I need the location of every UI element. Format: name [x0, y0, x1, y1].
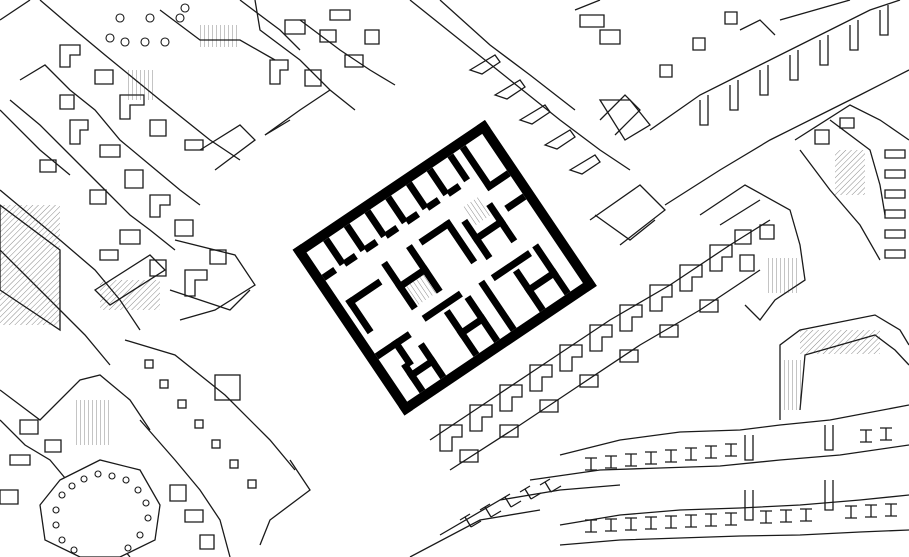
- hatched-stair: [800, 330, 880, 354]
- middle-right-block: [699, 184, 806, 321]
- top-left-house-block: [0, 0, 301, 321]
- central-top-outlines: [264, 99, 656, 241]
- shop-stalls-row-2: [585, 503, 897, 533]
- left-street: [0, 109, 141, 366]
- shop-stalls-row-1: [585, 427, 892, 471]
- shop-stalls-row-3: [459, 478, 562, 528]
- open-square-area: [124, 339, 311, 546]
- hatched-stair: [783, 360, 803, 410]
- highlighted-block-wall-south: [398, 277, 597, 416]
- highlighted-block-wall-west: [292, 244, 413, 416]
- hatched-stair-block: [75, 400, 110, 445]
- hatched-seating: [835, 150, 865, 195]
- highlighted-block-stair: [405, 274, 437, 306]
- colonnade-top-left: [105, 3, 190, 47]
- hatched-stair-block: [765, 258, 800, 293]
- top-middle-block: [254, 0, 396, 136]
- highlighted-block-wall-east: [476, 120, 597, 292]
- pier-row: [144, 359, 257, 489]
- highlighted-block-stair: [461, 196, 492, 227]
- hatched-stair-block: [125, 70, 155, 100]
- highlighted-black-block[interactable]: [292, 120, 597, 416]
- diagonal-shop-row: [429, 219, 771, 471]
- right-theater-block: [794, 104, 909, 261]
- hatched-ramp: [100, 280, 160, 310]
- bottom-shop-rows: [409, 314, 909, 557]
- hatched-staircase: [0, 205, 60, 325]
- courtyard-columns: [52, 470, 152, 554]
- top-right-shops: [409, 0, 909, 246]
- highlighted-block-wall-north: [292, 120, 491, 259]
- hatched-stair-block: [200, 25, 240, 47]
- bottom-left-block: [0, 374, 231, 557]
- monument-base: [214, 374, 241, 401]
